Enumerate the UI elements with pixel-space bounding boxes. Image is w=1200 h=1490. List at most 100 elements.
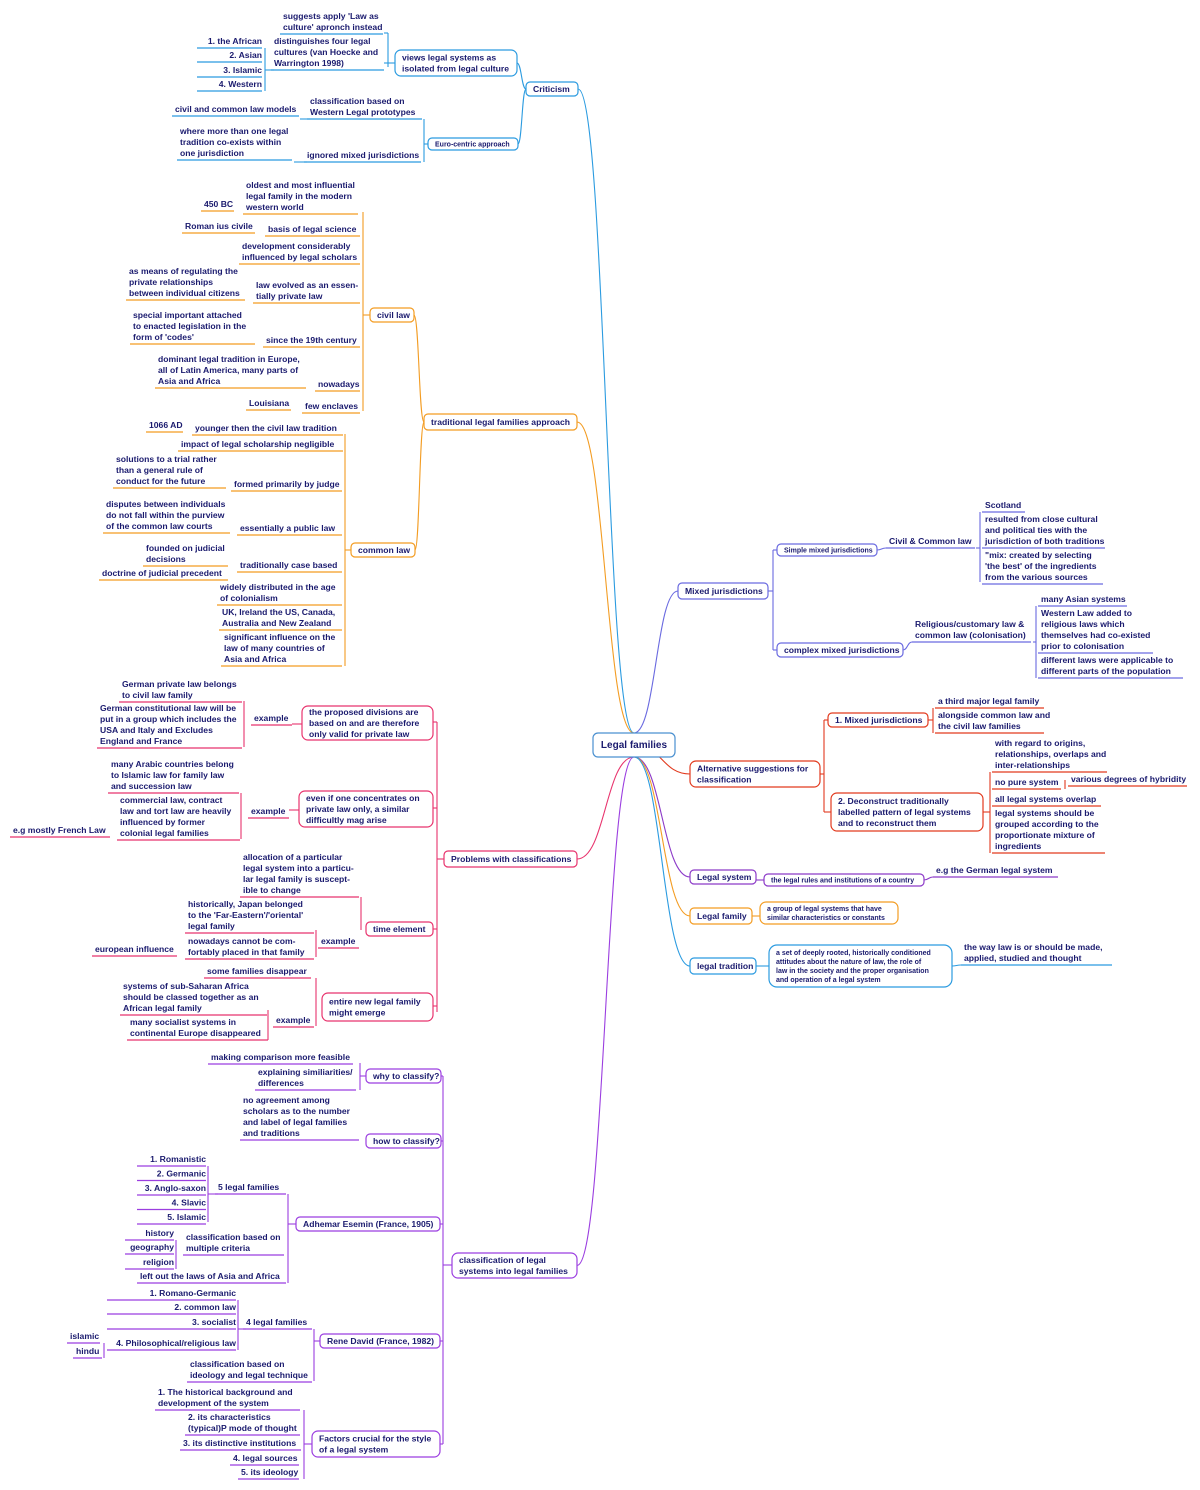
problems-topic[interactable]: Problems with classifications <box>443 850 578 868</box>
ius-topic[interactable]: Roman ius civile <box>182 221 255 234</box>
four-item-3[interactable]: 3. socialist <box>107 1317 236 1330</box>
legal-family-def[interactable]: a group of legal systems that havesimila… <box>759 901 899 925</box>
left-out-topic[interactable]: left out the laws of Asia and Africa <box>137 1271 286 1284</box>
five-item-5[interactable]: 5. Islamic <box>137 1212 206 1225</box>
factor-item-1[interactable]: 1. The historical background anddevelopm… <box>155 1387 300 1411</box>
mix-topic[interactable]: "mix: created by selecting'the best' of … <box>982 550 1103 585</box>
ignored-mixed-topic[interactable]: ignored mixed jurisdictions <box>304 150 421 163</box>
simple-topic[interactable]: Simple mixed jurisdictions <box>776 543 878 557</box>
explaining-topic[interactable]: explaining similiarities/differences <box>255 1067 356 1091</box>
five-item-3[interactable]: 3. Anglo-saxon <box>137 1183 206 1196</box>
factor-item-5[interactable]: 5. its ideology <box>238 1467 299 1480</box>
different-topic[interactable]: different laws were applicable todiffere… <box>1038 655 1183 679</box>
origins-topic[interactable]: with regard to origins,relationships, ov… <box>992 738 1107 773</box>
four-families-topic[interactable]: 4 legal families <box>243 1317 312 1330</box>
criteria-item-3[interactable]: religion <box>125 1257 174 1270</box>
bc-topic[interactable]: 450 BC <box>201 199 234 212</box>
why-topic[interactable]: why to classify? <box>365 1068 442 1084</box>
uk-topic[interactable]: UK, Ireland the US, Canada,Australia and… <box>219 607 342 631</box>
example-1[interactable]: example <box>251 713 292 726</box>
islamic-topic[interactable]: islamic <box>67 1331 100 1344</box>
hindu-topic[interactable]: hindu <box>73 1346 102 1359</box>
complex-topic[interactable]: complex mixed jurisdictions <box>776 642 904 658</box>
scotland-topic[interactable]: Scotland <box>982 500 1025 513</box>
legal-system-topic[interactable]: Legal system <box>689 869 757 885</box>
mixed-j-topic[interactable]: 1. Mixed jurisdictions <box>827 712 929 728</box>
four-item-4[interactable]: 4. Philosophical/religious law <box>107 1338 236 1351</box>
common-law-topic[interactable]: common law <box>350 542 416 558</box>
religious-topic[interactable]: Religious/customary law &common law (col… <box>912 619 1031 643</box>
doctrine-topic[interactable]: doctrine of judicial precedent <box>99 568 228 581</box>
legal-family-topic[interactable]: Legal family <box>689 907 753 925</box>
example-3[interactable]: example <box>318 936 359 949</box>
louisiana-topic[interactable]: Louisiana <box>246 398 291 411</box>
example-2[interactable]: example <box>248 806 289 819</box>
nowadays-family-topic[interactable]: nowadays cannot be com-fortably placed i… <box>185 936 314 960</box>
civil-common-topic[interactable]: Civil & Common law <box>886 536 975 549</box>
european-topic[interactable]: european influence <box>92 944 177 957</box>
french-topic[interactable]: e.g mostly French Law <box>10 825 110 838</box>
factor-item-4[interactable]: 4. legal sources <box>230 1453 299 1466</box>
impact-topic[interactable]: impact of legal scholarship negligible <box>178 439 343 452</box>
dominant-topic[interactable]: dominant legal tradition in Europe,all o… <box>155 354 306 389</box>
culture-item-1[interactable]: 1. the African <box>197 36 262 49</box>
culture-item-2[interactable]: 2. Asian <box>197 50 262 63</box>
pure-topic[interactable]: no pure system <box>992 777 1061 790</box>
public-topic[interactable]: essentially a public law <box>237 523 342 536</box>
disappear-topic[interactable]: some families disappear <box>204 966 311 979</box>
enclaves-topic[interactable]: few enclaves <box>302 401 360 414</box>
legal-system-eg[interactable]: e.g the German legal system <box>933 865 1058 878</box>
criteria-item-1[interactable]: history <box>125 1228 174 1241</box>
ad-topic[interactable]: 1066 AD <box>146 420 183 433</box>
younger-topic[interactable]: younger then the civil law tradition <box>192 423 343 436</box>
hybridity-topic[interactable]: various degrees of hybridity <box>1068 774 1187 787</box>
five-item-4[interactable]: 4. Slavic <box>137 1198 206 1211</box>
formed-topic[interactable]: formed primarily by judge <box>231 479 342 492</box>
root-topic[interactable]: Legal families <box>592 732 676 758</box>
eurocentric-topic[interactable]: Euro-centric approach <box>427 137 519 151</box>
five-families-topic[interactable]: 5 legal families <box>215 1182 286 1195</box>
civil-law-topic[interactable]: civil law <box>369 307 415 323</box>
five-item-2[interactable]: 2. Germanic <box>137 1169 206 1182</box>
example-4[interactable]: example <box>273 1015 314 1028</box>
case-topic[interactable]: traditionally case based <box>237 560 342 573</box>
third-topic[interactable]: a third major legal family <box>935 696 1044 709</box>
private-topic[interactable]: law evolved as an essen-tially private l… <box>253 280 360 304</box>
factor-item-2[interactable]: 2. its characteristics(typical)P mode of… <box>185 1412 300 1436</box>
how-topic[interactable]: how to classify? <box>365 1133 442 1149</box>
feasible-topic[interactable]: making comparison more feasible <box>208 1052 353 1065</box>
four-item-2[interactable]: 2. common law <box>107 1302 236 1315</box>
four-item-1[interactable]: 1. Romano-Germanic <box>107 1288 236 1301</box>
mixed-topic[interactable]: Mixed jurisdictions <box>677 582 769 600</box>
legal-tradition-def[interactable]: a set of deeply rooted, historically con… <box>768 944 953 988</box>
david-topic[interactable]: Rene David (France, 1982) <box>319 1333 441 1349</box>
factor-item-3[interactable]: 3. its distinctive institutions <box>180 1438 301 1451</box>
legal-tradition-way[interactable]: the way law is or should be made,applied… <box>961 942 1112 966</box>
